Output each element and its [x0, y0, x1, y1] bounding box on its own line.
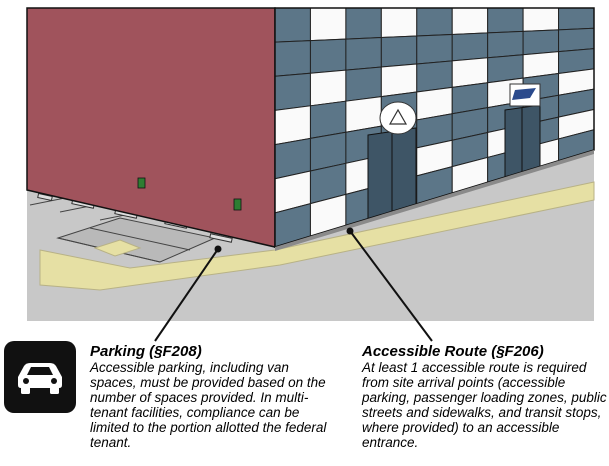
route-leader-dot	[346, 227, 354, 235]
window-pane	[309, 38, 347, 74]
window-pane	[558, 8, 594, 31]
parking-callout: Parking (§F208) Accessible parking, incl…	[90, 343, 330, 450]
parking-space-marking	[93, 239, 142, 257]
car-icon	[18, 363, 62, 394]
van-accessible-sign	[233, 198, 242, 211]
car-icon-badge	[4, 341, 76, 413]
wall-signs	[137, 177, 242, 211]
window-pane	[345, 66, 382, 102]
parking-heading: Parking (§F208)	[90, 343, 202, 360]
window-pane	[451, 32, 489, 62]
window-pane	[558, 27, 594, 53]
window-pane	[345, 8, 382, 40]
accessible-route-path	[39, 181, 595, 291]
window-pane	[522, 29, 560, 56]
window-pane	[380, 8, 418, 39]
window-pane	[558, 48, 594, 75]
parking-leader-dot	[214, 245, 222, 253]
accessible-route-callout: Accessible Route (§F206) At least 1 acce…	[362, 343, 607, 450]
window-pane	[558, 68, 594, 96]
accessible-route-heading: Accessible Route (§F206)	[362, 343, 544, 360]
window-pane	[558, 88, 594, 118]
window-pane	[275, 40, 311, 77]
window-pane	[380, 35, 418, 68]
institute-seal-sign	[379, 101, 417, 135]
window-pane	[416, 8, 453, 37]
accessible-route-description: At least 1 accessible route is required …	[362, 360, 607, 450]
window-pane	[558, 129, 594, 162]
building-base-edge	[275, 150, 594, 251]
route-leader-line	[349, 230, 433, 342]
parking-leader-line	[154, 248, 219, 342]
curtain-wall	[275, 8, 594, 247]
window-pane	[416, 33, 453, 65]
parking-description: Accessible parking, including van spaces…	[90, 360, 327, 450]
window-pane	[275, 105, 311, 146]
window-pane	[451, 8, 489, 35]
window-pane	[345, 37, 382, 71]
accessible-parking-sign	[137, 177, 146, 189]
window-pane	[380, 63, 418, 98]
window-pane	[487, 8, 524, 34]
window-pane	[309, 69, 347, 107]
postal-service-sign	[509, 83, 541, 107]
window-pane	[275, 72, 311, 111]
window-pane	[416, 60, 453, 93]
window-pane	[309, 8, 347, 42]
window-pane	[487, 30, 524, 59]
window-pane	[522, 8, 560, 32]
window-pane	[275, 8, 311, 43]
